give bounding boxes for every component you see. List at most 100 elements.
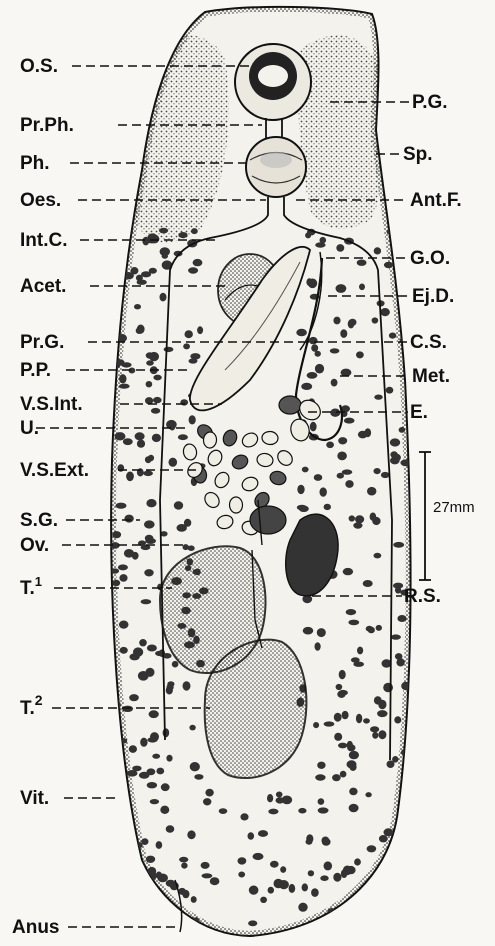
vitelline-follicle xyxy=(191,896,197,903)
vitelline-follicle xyxy=(112,912,121,918)
vitelline-follicle xyxy=(403,881,412,889)
vitelline-follicle xyxy=(174,501,183,509)
vitelline-follicle xyxy=(120,647,128,654)
vitelline-follicle xyxy=(146,856,155,863)
scale-bar: 27mm xyxy=(419,452,475,580)
vitelline-follicle xyxy=(356,714,362,723)
vitelline-follicle xyxy=(365,428,372,437)
vitelline-follicle xyxy=(374,468,381,474)
testis-2 xyxy=(205,640,307,778)
vitelline-follicle xyxy=(353,522,362,528)
vitelline-follicle xyxy=(143,471,153,477)
label-egg: E. xyxy=(410,402,428,423)
vitelline-follicle xyxy=(301,383,312,390)
vitelline-follicle xyxy=(113,755,121,763)
vitelline-follicle xyxy=(370,513,377,521)
label-prostatic-gland: Pr.G. xyxy=(20,332,64,353)
vitelline-follicle xyxy=(146,499,156,507)
vitelline-follicle xyxy=(116,824,127,833)
vitelline-follicle xyxy=(390,438,400,446)
vitelline-follicle xyxy=(338,743,347,749)
vitelline-follicle xyxy=(402,236,410,245)
vitelline-follicle xyxy=(268,887,274,894)
vitelline-follicle xyxy=(365,792,371,797)
label-vesicula-seminalis-interna: V.S.Int. xyxy=(20,394,83,415)
vitelline-follicle xyxy=(276,792,283,798)
vitelline-follicle xyxy=(322,838,331,846)
vitelline-follicle xyxy=(166,755,172,762)
vitelline-follicle xyxy=(348,620,359,626)
vitelline-follicle xyxy=(357,260,367,266)
vitelline-follicle xyxy=(145,535,154,542)
vitelline-follicle xyxy=(149,352,159,361)
vitelline-follicle xyxy=(297,485,304,494)
vitelline-follicle xyxy=(368,627,375,634)
vitelline-follicle xyxy=(141,599,152,604)
vitelline-follicle xyxy=(249,886,259,895)
vitelline-follicle xyxy=(334,713,342,722)
egg xyxy=(203,432,217,449)
vitelline-follicle xyxy=(393,542,404,548)
vitelline-follicle xyxy=(387,228,395,235)
vitelline-follicle xyxy=(164,347,174,352)
vitelline-follicle xyxy=(146,668,155,677)
vitelline-follicle xyxy=(118,808,126,817)
vitelline-follicle xyxy=(391,634,401,639)
vitelline-follicle xyxy=(238,872,245,878)
vitelline-follicle xyxy=(374,696,382,704)
vitelline-follicle xyxy=(381,887,388,896)
vitelline-follicle xyxy=(120,810,131,816)
vitelline-follicle xyxy=(310,422,317,432)
vitelline-follicle xyxy=(333,873,341,882)
vitelline-follicle xyxy=(403,232,410,240)
vitelline-follicle xyxy=(403,307,411,314)
label-testis-1: T.1 xyxy=(20,574,42,599)
label-cirrus-sac: C.S. xyxy=(410,332,447,353)
vitelline-follicle xyxy=(248,920,257,926)
vitelline-follicle xyxy=(280,866,286,873)
vitelline-follicle xyxy=(135,432,145,440)
vitelline-follicle xyxy=(349,751,359,759)
label-vesicula-seminalis-externa: V.S.Ext. xyxy=(20,460,89,481)
egg xyxy=(229,497,242,513)
vitelline-follicle xyxy=(144,520,155,528)
vitelline-follicle xyxy=(374,395,382,400)
vitelline-follicle xyxy=(344,418,355,424)
vitelline-follicle xyxy=(324,721,335,726)
vitelline-follicle xyxy=(352,918,362,925)
label-receptaculum-seminis: R.S. xyxy=(404,586,441,607)
label-testis-2: T.2 xyxy=(20,692,43,719)
vitelline-follicle xyxy=(116,503,127,509)
vitelline-follicle xyxy=(357,647,363,655)
vitelline-follicle xyxy=(189,358,198,363)
vitelline-follicle xyxy=(379,835,388,842)
vitelline-follicle xyxy=(311,344,318,352)
vitelline-follicle xyxy=(187,830,195,839)
vitelline-follicle xyxy=(140,738,147,747)
vitelline-follicle xyxy=(332,774,341,781)
vitelline-follicle xyxy=(124,515,133,523)
vitelline-follicle xyxy=(373,889,381,898)
vitelline-follicle xyxy=(152,754,160,759)
vitelline-follicle xyxy=(331,379,338,387)
vitelline-follicle xyxy=(336,244,344,252)
vitelline-follicle xyxy=(324,861,333,870)
pharynx xyxy=(246,137,306,197)
vitelline-follicle xyxy=(219,808,228,814)
vitelline-follicle xyxy=(183,544,189,550)
left-labels: O.S. Pr.Ph. Ph. Oes. Int.C. Acet. Pr.G. … xyxy=(12,56,89,938)
label-metraterm: Met. xyxy=(412,366,450,387)
vitelline-follicle xyxy=(119,384,130,389)
vitelline-follicle xyxy=(189,415,196,424)
vitelline-follicle xyxy=(311,888,319,897)
vitelline-follicle xyxy=(128,845,137,853)
vitelline-follicle xyxy=(384,262,393,268)
vitelline-follicle xyxy=(395,839,402,844)
vitelline-follicle xyxy=(317,762,325,769)
vitelline-follicle xyxy=(160,806,169,814)
vitelline-follicle xyxy=(178,232,187,238)
vitelline-follicle xyxy=(118,564,128,570)
vitelline-follicle xyxy=(166,880,176,887)
vitelline-follicle xyxy=(307,372,318,379)
